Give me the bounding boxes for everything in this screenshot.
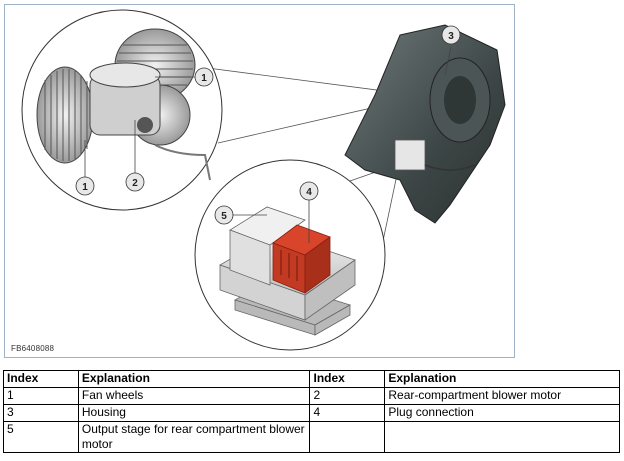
svg-text:1: 1 (82, 182, 88, 193)
header-explanation: Explanation (77, 370, 311, 388)
explanation-cell: Output stage for rear compartment blower… (77, 421, 311, 453)
svg-text:3: 3 (448, 31, 454, 42)
blower-motor-detail (21, 9, 223, 211)
callout-5: 5 (214, 205, 234, 225)
index-cell (309, 421, 386, 453)
table-row: 1 Fan wheels 2 Rear-compartment blower m… (3, 387, 620, 405)
callout-1b: 1 (75, 176, 95, 196)
technical-illustration: 1 1 2 3 4 5 FB6408088 (4, 4, 515, 358)
index-cell: 1 (3, 387, 79, 405)
callout-1a: 1 (194, 67, 214, 87)
plug-connection-shape (272, 224, 331, 294)
svg-text:4: 4 (306, 187, 312, 198)
table-row: 5 Output stage for rear compartment blow… (3, 421, 620, 453)
explanation-cell: Plug connection (384, 404, 620, 422)
index-cell: 5 (3, 421, 79, 453)
figure-code: FB6408088 (11, 344, 55, 353)
callout-4: 4 (299, 181, 319, 201)
legend-table: Index Explanation Index Explanation 1 Fa… (3, 370, 620, 453)
explanation-cell: Housing (77, 404, 311, 422)
table-row: 3 Housing 4 Plug connection (3, 404, 620, 422)
index-cell: 4 (309, 404, 386, 422)
output-stage-detail (194, 159, 386, 351)
header-index: Index (3, 370, 79, 388)
callout-3: 3 (441, 25, 461, 45)
header-index: Index (309, 370, 386, 388)
housing-shape (344, 24, 506, 224)
explanation-cell (384, 421, 620, 453)
explanation-cell: Fan wheels (77, 387, 311, 405)
svg-text:1: 1 (201, 73, 207, 84)
blower-assembly-drawing: 1 1 2 3 4 5 (21, 9, 506, 351)
header-explanation: Explanation (384, 370, 620, 388)
callout-2: 2 (125, 172, 145, 192)
legend-header-row: Index Explanation Index Explanation (3, 370, 620, 388)
explanation-cell: Rear-compartment blower motor (384, 387, 620, 405)
svg-text:2: 2 (132, 178, 138, 189)
index-cell: 3 (3, 404, 79, 422)
svg-text:5: 5 (221, 211, 227, 222)
callout-leaders (84, 46, 452, 243)
index-cell: 2 (309, 387, 386, 405)
